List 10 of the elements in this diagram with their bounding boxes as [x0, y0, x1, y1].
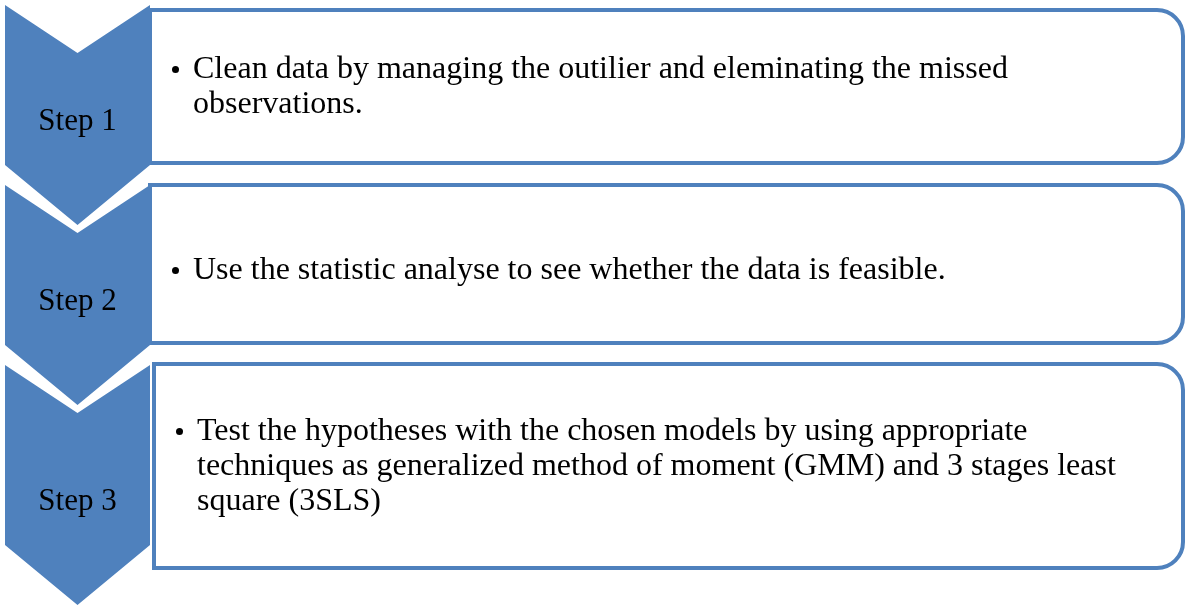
step-label: Step 2: [38, 281, 117, 318]
step-card: [152, 362, 1185, 570]
step-card: [148, 8, 1185, 165]
step-tab: [5, 365, 150, 605]
step-description: Clean data by managing the outilier and eleminating the missed observations.: [193, 50, 1009, 120]
step-description: Use the statistic analyse to see whether the data is feasible.: [193, 251, 946, 286]
step-label: Step 3: [38, 481, 117, 518]
step-card: [148, 183, 1185, 345]
step-description: Test the hypotheses with the chosen models by using appropriate techniques as generalized method of moment (GMM) and 3 stages least square (3SLS): [197, 412, 1117, 517]
step-label: Step 1: [38, 101, 117, 138]
